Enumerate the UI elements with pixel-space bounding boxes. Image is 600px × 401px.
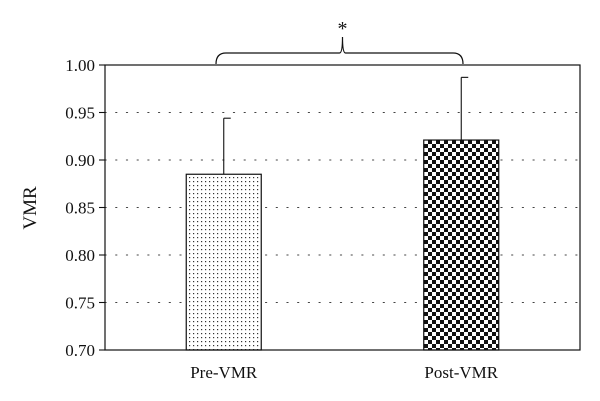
y-tick-label: 0.75: [65, 294, 95, 313]
x-axis-ticks: Pre-VMR Post-VMR: [190, 363, 499, 382]
y-tick-label: 0.80: [65, 246, 95, 265]
y-tick-label: 0.95: [65, 104, 95, 123]
bar-pre-vmr: [185, 173, 262, 351]
y-axis-title: VMR: [20, 186, 41, 230]
x-tick-label: Pre-VMR: [190, 363, 258, 382]
y-tick-label: 0.70: [65, 341, 95, 360]
significance-bracket-group: *: [215, 18, 464, 65]
significance-marker: *: [338, 18, 348, 40]
gridlines: [104, 111, 581, 304]
x-tick-label: Post-VMR: [424, 363, 498, 382]
error-bars-group: [223, 76, 469, 175]
y-tick-label: 0.90: [65, 151, 95, 170]
plot-frame: [104, 64, 581, 351]
significance-bracket: [215, 36, 464, 65]
y-tick-label: 1.00: [65, 56, 95, 75]
bars-group: [185, 139, 500, 351]
y-axis-ticks: 0.70 0.75 0.80 0.85 0.90 0.95 1.00: [65, 56, 105, 360]
y-tick-label: 0.85: [65, 199, 95, 218]
bar-post-vmr: [423, 139, 500, 351]
